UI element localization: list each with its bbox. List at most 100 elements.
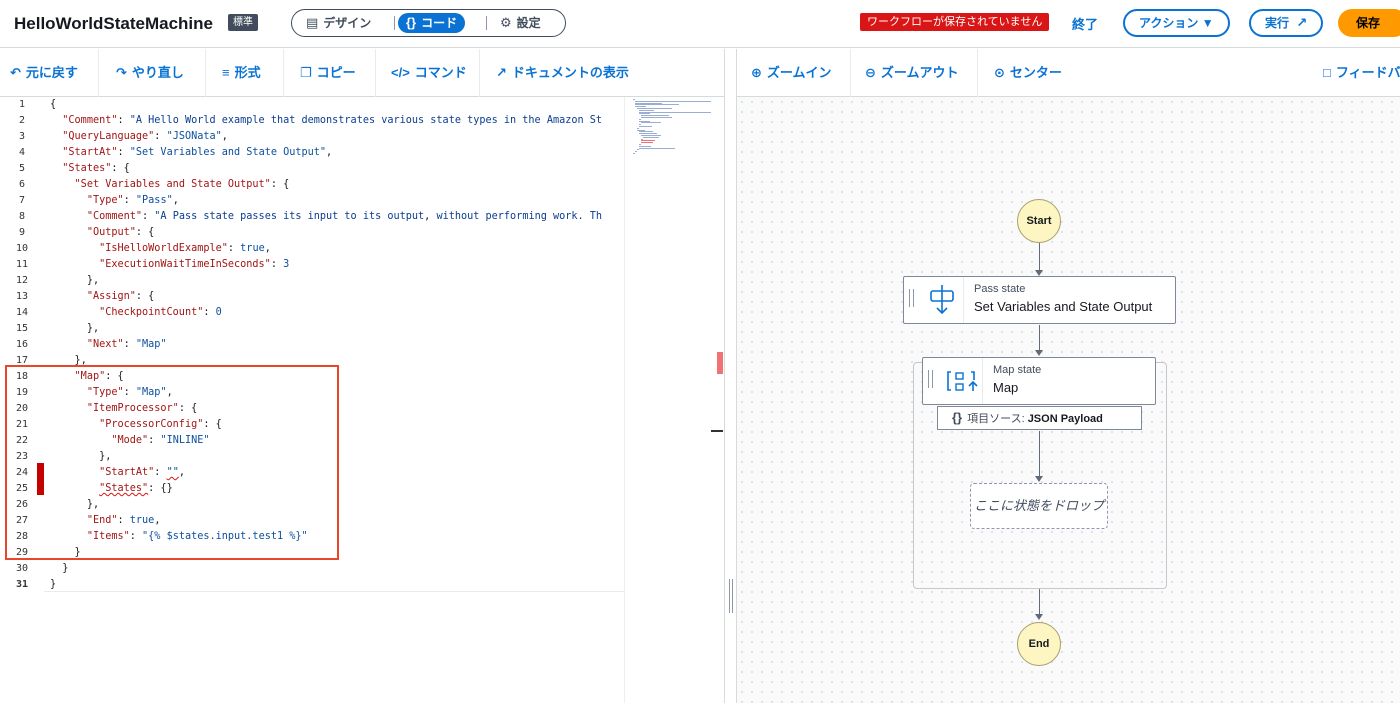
code-line[interactable]: "Output": { <box>86 227 155 238</box>
tab-code-label: コード <box>421 16 458 30</box>
actions-dropdown-button[interactable]: アクション ▼ <box>1123 9 1230 37</box>
workflow-canvas[interactable]: Start Pass state Set Variables and State… <box>737 97 1400 703</box>
code-line[interactable]: "Type": "Pass", <box>86 195 179 206</box>
run-button[interactable]: 実行 ↗ <box>1249 9 1324 37</box>
code-line[interactable]: "Comment": "A Hello World example that d… <box>62 115 603 126</box>
start-node[interactable]: Start <box>1017 199 1061 243</box>
line-number: 20 <box>15 403 29 414</box>
code-line[interactable]: "States": {} <box>99 483 173 494</box>
line-number: 3 <box>18 131 26 142</box>
view-docs-label: ドキュメントの表示 <box>511 65 629 80</box>
redo-icon: ↷ <box>116 65 127 80</box>
run-button-label: 実行 <box>1265 16 1290 30</box>
line-number: 10 <box>15 243 29 254</box>
line-number: 11 <box>15 259 29 270</box>
toolbar-divider <box>977 49 978 97</box>
code-line[interactable]: "ItemProcessor": { <box>86 403 198 414</box>
code-line[interactable]: "Type": "Map", <box>86 387 173 398</box>
code-line[interactable]: "Comment": "A Pass state passes its inpu… <box>86 211 603 222</box>
feedback-link[interactable]: □フィードバ <box>1323 49 1400 97</box>
code-line[interactable]: "Map": { <box>74 371 124 382</box>
code-line[interactable]: "End": true, <box>86 515 161 526</box>
state-machine-title: HelloWorldStateMachine <box>14 14 213 33</box>
code-line[interactable]: } <box>62 563 69 574</box>
minimap-line <box>635 106 646 108</box>
minimap-line <box>641 142 653 144</box>
redo-button[interactable]: ↷やり直し <box>116 49 184 97</box>
edge-start-to-pass <box>1039 243 1040 271</box>
map-state-icon-area <box>939 358 983 404</box>
copy-label: コピー <box>316 65 356 80</box>
design-icon: ▤ <box>306 15 319 30</box>
edge-map-to-dropzone <box>1039 431 1040 477</box>
copy-button[interactable]: ❐コピー <box>300 49 356 97</box>
tab-settings[interactable]: ⚙設定 <box>492 13 549 33</box>
arrow-head <box>1035 614 1043 620</box>
code-line[interactable]: "ProcessorConfig": { <box>99 419 222 430</box>
panel-splitter[interactable] <box>724 49 737 703</box>
command-button[interactable]: </>コマンド <box>391 49 467 97</box>
toolbar-divider <box>850 49 851 97</box>
code-line[interactable]: } <box>74 547 81 558</box>
line-number: 27 <box>15 515 29 526</box>
code-line[interactable]: }, <box>74 355 87 366</box>
code-line[interactable]: { <box>50 99 57 110</box>
minimap-line <box>633 99 635 100</box>
code-line[interactable]: "Set Variables and State Output": { <box>74 179 290 190</box>
view-docs-link[interactable]: ↗ドキュメントの表示 <box>496 49 629 97</box>
undo-button[interactable]: ↶元に戻す <box>10 49 78 97</box>
minimap-line <box>639 144 641 145</box>
format-button[interactable]: ≡形式 <box>222 49 261 97</box>
line-number: 30 <box>15 563 29 574</box>
state-drop-zone[interactable]: ここに状態をドロップ <box>970 483 1108 529</box>
save-button[interactable]: 保存 <box>1338 9 1400 37</box>
code-line[interactable]: }, <box>86 323 100 334</box>
code-line[interactable]: "Mode": "INLINE" <box>111 435 210 446</box>
canvas-toolbar: ⊕ズームイン ⊖ズームアウト ⊙センター □フィードバ <box>737 49 1400 97</box>
tab-code[interactable]: {}コード <box>398 13 466 33</box>
drag-handle[interactable] <box>928 370 933 388</box>
zoom-in-button[interactable]: ⊕ズームイン <box>751 49 832 97</box>
minimap-line <box>639 118 641 120</box>
line-number: 31 <box>15 579 29 590</box>
drag-handle[interactable] <box>909 289 914 307</box>
minimap-line <box>635 151 637 153</box>
code-line[interactable]: "QueryLanguage": "JSONata", <box>62 131 228 142</box>
editor-scrollbar[interactable] <box>711 97 724 703</box>
code-line[interactable]: "CheckpointCount": 0 <box>99 307 222 318</box>
feedback-label: フィードバ <box>1335 65 1400 80</box>
edge-map-to-end <box>1039 589 1040 615</box>
exit-link[interactable]: 終了 <box>1072 17 1099 32</box>
line-number: 18 <box>15 371 29 382</box>
minimap-line <box>635 100 711 102</box>
code-line[interactable]: "Items": "{% $states.input.test1 %}" <box>86 531 308 542</box>
code-line[interactable]: }, <box>86 499 100 510</box>
code-line[interactable]: "IsHelloWorldExample": true, <box>99 243 271 254</box>
zoom-out-button[interactable]: ⊖ズームアウト <box>865 49 959 97</box>
code-minimap[interactable] <box>624 97 711 703</box>
code-line[interactable]: "StartAt": "Set Variables and State Outp… <box>62 147 333 158</box>
arrow-head <box>1035 476 1043 482</box>
map-state-card[interactable]: Map state Map <box>922 357 1156 405</box>
toolbar-divider <box>205 49 206 97</box>
code-line[interactable]: "Assign": { <box>86 291 155 302</box>
code-line[interactable]: "Next": "Map" <box>86 339 167 350</box>
minimap-line <box>643 136 659 138</box>
center-button[interactable]: ⊙センター <box>994 49 1062 97</box>
code-line[interactable]: "StartAt": "", <box>99 467 185 478</box>
line-number: 13 <box>15 291 29 302</box>
pass-state-icon-area <box>920 277 964 323</box>
pass-state-card[interactable]: Pass state Set Variables and State Outpu… <box>903 276 1176 324</box>
code-line[interactable]: }, <box>86 275 100 286</box>
minimap-line <box>641 115 669 117</box>
code-line[interactable]: "ExecutionWaitTimeInSeconds": 3 <box>99 259 290 270</box>
code-line[interactable]: }, <box>99 451 112 462</box>
error-scroll-marker <box>717 352 723 374</box>
end-node[interactable]: End <box>1017 622 1061 666</box>
line-number: 16 <box>15 339 29 350</box>
tab-design[interactable]: ▤デザイン <box>298 13 379 33</box>
external-link-icon: ↗ <box>1296 15 1308 30</box>
code-line[interactable]: } <box>50 579 57 590</box>
code-line[interactable]: "States": { <box>62 163 130 174</box>
